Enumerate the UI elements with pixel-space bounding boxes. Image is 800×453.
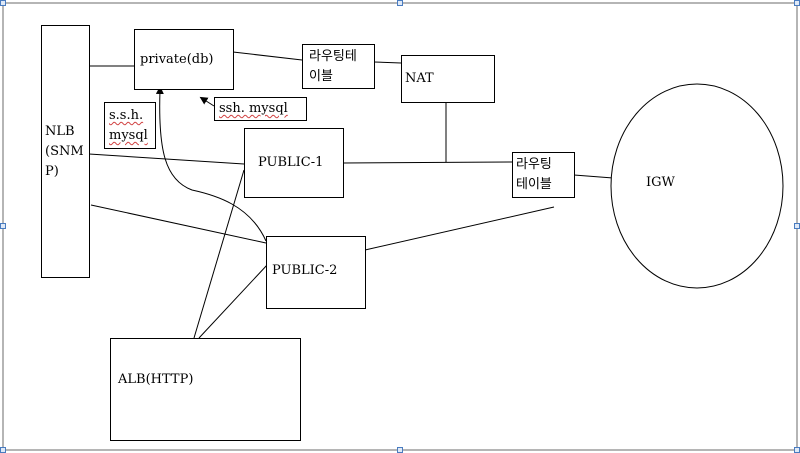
nat-box[interactable]: NAT <box>401 55 495 103</box>
connector-routing-nat <box>373 61 402 64</box>
curved-arrow-to-private <box>155 86 267 242</box>
connector-private-routing <box>232 51 303 61</box>
connector-routing-igw <box>573 174 614 179</box>
public-1-box[interactable]: PUBLIC-1 <box>244 128 344 198</box>
alb-label: ALB(HTTP) <box>118 372 194 387</box>
nat-label: NAT <box>405 71 434 86</box>
public-2-box[interactable]: PUBLIC-2 <box>266 236 366 309</box>
private-db-box[interactable]: private(db) <box>134 29 234 90</box>
resize-handle-middle-left[interactable] <box>0 223 6 229</box>
resize-handle-bottom-center[interactable] <box>397 447 403 453</box>
arrow-ssh-to-private <box>199 96 215 107</box>
resize-handle-top-center[interactable] <box>397 0 403 6</box>
ssh-mysql-left-line-2: mysql <box>109 128 148 143</box>
connector-nlb-public1 <box>88 153 245 165</box>
private-db-label: private(db) <box>140 52 214 67</box>
routing-table-right-box[interactable]: 라우팅 테이블 <box>512 152 575 198</box>
routing-table-top-line-2: 이블 <box>309 69 333 84</box>
connector-alb-public1 <box>193 169 245 339</box>
routing-table-right-line-2: 테이블 <box>516 177 552 192</box>
nlb-line-2: (SNM <box>45 144 84 159</box>
ssh-mysql-top-box[interactable]: ssh. mysql <box>214 97 307 121</box>
connector-public1-routing <box>342 161 513 164</box>
ssh-mysql-left-line-1: s.s.h. <box>109 108 144 123</box>
resize-handle-top-left[interactable] <box>0 0 6 6</box>
resize-handle-bottom-right[interactable] <box>794 447 800 453</box>
resize-handle-bottom-left[interactable] <box>0 447 6 453</box>
public-1-label: PUBLIC-1 <box>258 155 324 170</box>
routing-table-top-box[interactable]: 라우팅테 이블 <box>302 44 375 89</box>
resize-handle-middle-right[interactable] <box>794 223 800 229</box>
igw-ellipse[interactable] <box>610 83 784 289</box>
igw-label: IGW <box>646 175 675 190</box>
routing-table-right-line-1: 라우팅 <box>516 157 552 172</box>
connector-alb-public2 <box>198 263 269 339</box>
resize-handle-top-right[interactable] <box>794 0 800 6</box>
public-2-label: PUBLIC-2 <box>272 263 338 278</box>
ssh-mysql-left-box[interactable]: s.s.h. mysql <box>104 102 156 149</box>
nlb-line-1: NLB <box>45 124 75 139</box>
connector-public2-routing <box>364 206 555 251</box>
connector-nlb-public2 <box>90 204 267 244</box>
alb-box[interactable]: ALB(HTTP) <box>110 338 301 441</box>
nlb-box[interactable]: NLB (SNM P) <box>41 25 90 278</box>
ssh-mysql-top-label: ssh. mysql <box>219 101 288 116</box>
nlb-line-3: P) <box>45 164 59 179</box>
routing-table-top-line-1: 라우팅테 <box>309 49 357 64</box>
